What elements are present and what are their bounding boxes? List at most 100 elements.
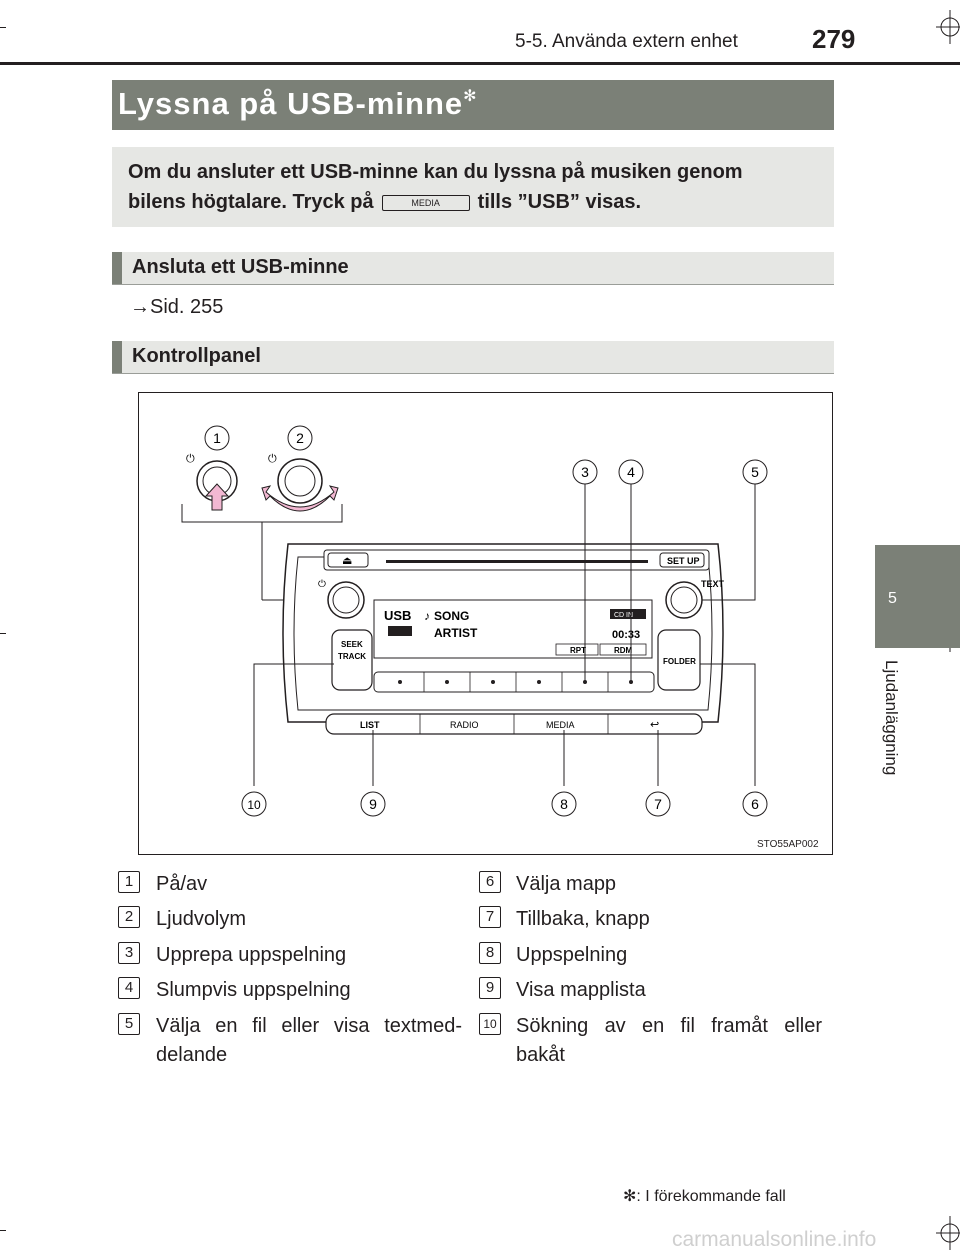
callout-8: 8: [551, 791, 577, 817]
crop-mark: [0, 1230, 6, 1231]
rdm-label: RDM: [614, 646, 633, 655]
legend-text-7: Tillbaka, knapp: [516, 908, 650, 930]
display-song: SONG: [434, 609, 469, 623]
arrow-icon: →: [130, 296, 150, 318]
svg-text:3: 3: [581, 464, 589, 480]
intro-line-2: bilens högtalare. Tryck på MEDIA tills ”US…: [128, 187, 828, 217]
legend-number-3: 3: [118, 942, 140, 964]
legend-number-10: 10: [479, 1013, 501, 1035]
subheading-bar: Kontrollpanel: [112, 341, 834, 374]
subheading-control-panel: Kontrollpanel: [132, 345, 261, 367]
callout-10: 10: [241, 791, 267, 817]
svg-text:9: 9: [369, 796, 377, 812]
intro-text: Om du ansluter ett USB-minne kan du lyss…: [128, 157, 828, 217]
setup-label: SET UP: [667, 556, 700, 566]
power-symbol: ⏻: [186, 453, 195, 465]
title-bar: [112, 80, 834, 130]
folder-label: FOLDER: [663, 657, 696, 666]
svg-text:1: 1: [213, 430, 221, 446]
page-reference: →Sid. 255: [130, 296, 223, 319]
subheading-accent: [112, 341, 122, 373]
callout-7: 7: [645, 791, 671, 817]
display-source: USB: [384, 608, 411, 623]
footnote-marker: ✻: [623, 1188, 637, 1205]
legend-text-6: Välja mapp: [516, 873, 617, 895]
intro-line-2-start: bilens högtalare. Tryck på: [128, 191, 374, 213]
svg-text:7: 7: [654, 796, 662, 812]
back-button-icon: ↩: [650, 719, 659, 731]
legend-number-8: 8: [479, 942, 501, 964]
seek-label: SEEK: [341, 640, 363, 649]
legend-number-5: 5: [118, 1013, 140, 1035]
legend-text-2: Ljudvolym: [156, 908, 247, 930]
svg-text:2: 2: [296, 430, 304, 446]
legend-text-4: Slumpvis uppspelning: [156, 979, 351, 1001]
legend-text-10: Sökning av en fil framåt eller: [516, 1015, 822, 1037]
subheading-bar: Ansluta ett USB-minne: [112, 252, 834, 285]
intro-box: [112, 147, 834, 227]
callout-9: 9: [360, 791, 386, 817]
svg-text:4: 4: [627, 464, 635, 480]
reference-text: Sid. 255: [150, 296, 224, 318]
legend-number-7: 7: [479, 906, 501, 928]
intro-line-1: Om du ansluter ett USB-minne kan du lyss…: [128, 161, 743, 183]
footnote-text: : I förekommande fall: [636, 1188, 786, 1205]
watermark: carmanualsonline.info: [672, 1228, 877, 1251]
legend-text-5-cont: delande: [156, 1044, 228, 1066]
chapter-label: Ljudanläggning: [882, 660, 901, 776]
subheading-accent: [112, 252, 122, 284]
text-label: TEXT: [701, 579, 725, 589]
callout-2: 2: [287, 425, 313, 451]
callout-6: 6: [742, 791, 768, 817]
callout-5: 5: [742, 459, 768, 485]
chapter-tab: [875, 545, 960, 648]
svg-text:♪: ♪: [424, 609, 430, 623]
registration-mark-top: [936, 10, 960, 44]
section-header: 5-5. Använda extern enhet: [515, 31, 738, 52]
svg-text:8: 8: [560, 796, 568, 812]
legend-text-10-cont: bakåt: [516, 1044, 565, 1066]
registration-mark-bottom: [936, 1216, 960, 1250]
intro-line-2-end: tills ”USB” visas.: [477, 191, 642, 213]
legend-number-9: 9: [479, 977, 501, 999]
legend-text-9: Visa mapplista: [516, 979, 646, 1001]
rpt-label: RPT: [570, 646, 586, 655]
page-number: 279: [812, 24, 856, 54]
legend-number-1: 1: [118, 871, 140, 893]
legend-text-1: På/av: [156, 873, 208, 895]
track-label: TRACK: [338, 652, 366, 661]
legend-number-6: 6: [479, 871, 501, 893]
footnote: ✻: I förekommande fall: [623, 1186, 786, 1206]
volume-knob-illustration: ⏻: [261, 453, 339, 512]
radio-button-label: RADIO: [450, 720, 479, 730]
cd-in-label: CD IN: [614, 612, 633, 619]
power-symbol: ⏻: [318, 579, 326, 590]
media-button-label: MEDIA: [546, 720, 575, 730]
svg-text:5: 5: [751, 464, 759, 480]
title-text: Lyssna på USB-minne: [118, 86, 464, 121]
figure-frame: [138, 392, 833, 855]
legend-text-5: Välja en fil eller visa textmed-: [156, 1015, 462, 1037]
power-symbol: ⏻: [268, 453, 277, 465]
display-time: 00:33: [612, 629, 640, 641]
figure-id: STO55AP002: [757, 839, 819, 850]
media-button-icon: MEDIA: [381, 194, 470, 211]
crop-mark: [0, 27, 6, 28]
page-title: Lyssna på USB-minne✻: [118, 86, 478, 122]
callout-4: 4: [618, 459, 644, 485]
control-panel-illustration: ⏻ ⏻ ⏏ SET UP ⏻ TEXT USB SONG ♪ ARTIST CD…: [181, 425, 768, 817]
svg-text:10: 10: [247, 798, 261, 812]
subheading-usb: Ansluta ett USB-minne: [132, 256, 349, 278]
header-rule: [0, 62, 960, 65]
title-marker: ✻: [463, 88, 478, 105]
chapter-number: 5: [888, 590, 897, 607]
crop-mark: [0, 633, 6, 634]
legend-text-3: Upprepa uppspelning: [156, 944, 347, 966]
display-artist: ARTIST: [434, 626, 478, 640]
list-button-label: LIST: [360, 720, 380, 730]
callout-1: 1: [204, 425, 230, 451]
power-knob-illustration: ⏻: [186, 453, 238, 511]
legend-number-4: 4: [118, 977, 140, 999]
callout-3: 3: [572, 459, 598, 485]
legend-text-8: Uppspelning: [516, 944, 628, 966]
